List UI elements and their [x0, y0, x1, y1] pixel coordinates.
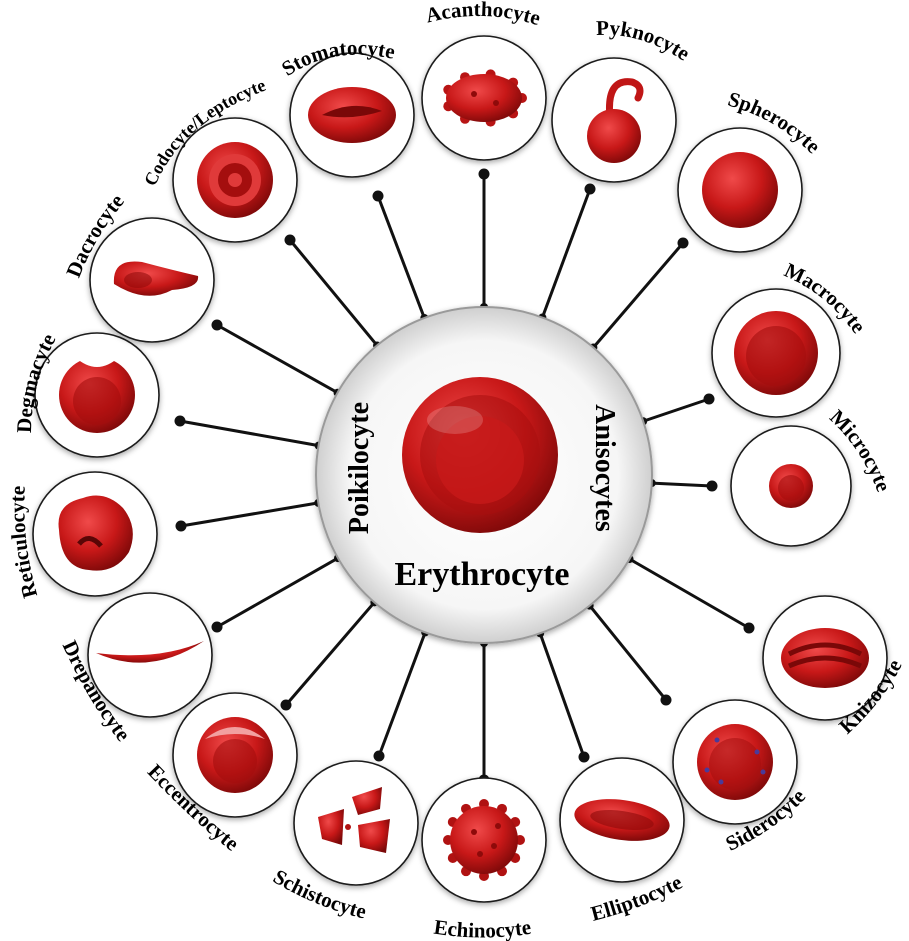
connector-dot-elliptocyte — [579, 752, 590, 763]
cell-node-dacrocyte — [90, 218, 214, 342]
cell-node-spherocyte — [678, 128, 802, 252]
connector-dot-microcyte — [707, 481, 718, 492]
connector-line-knizocyte — [629, 559, 749, 628]
cell-node-pyknocyte — [552, 58, 676, 182]
spherocyte-icon — [702, 152, 778, 228]
reticulocyte-icon — [59, 496, 133, 571]
connector-dot-degmacyte — [175, 416, 186, 427]
connector-dot-spherocyte — [678, 238, 689, 249]
stomatocyte-icon — [308, 87, 396, 143]
connector-line-pyknocyte — [542, 189, 590, 317]
connector-line-macrocyte — [643, 399, 709, 421]
cell-node-acanthocyte — [422, 36, 546, 160]
cell-node-echinocyte — [422, 778, 546, 902]
connector-dot-macrocyte — [704, 394, 715, 405]
connector-line-dacrocyte — [217, 325, 338, 393]
connector-dot-pyknocyte — [585, 184, 596, 195]
connector-line-reticulocyte — [181, 503, 318, 526]
microcyte-icon — [769, 464, 813, 508]
connector-line-degmacyte — [180, 421, 319, 446]
connector-dot-drepanocyte — [212, 622, 223, 633]
connector-dot-reticulocyte — [176, 521, 187, 532]
connector-dot-eccentrocyte — [281, 700, 292, 711]
cell-node-ring — [294, 761, 418, 885]
connector-dot-siderocyte — [661, 695, 672, 706]
codocyte-icon — [197, 142, 273, 218]
cell-node-stomatocyte — [290, 53, 414, 177]
cell-label-echinocyte: Echinocyte — [432, 915, 532, 941]
connector-line-eccentrocyte — [286, 602, 374, 705]
siderocyte-icon — [697, 724, 773, 800]
eccentrocyte-icon — [197, 717, 273, 793]
connector-dot-acanthocyte — [479, 169, 490, 180]
connector-line-codocyte — [290, 240, 377, 345]
connector-line-elliptocyte — [540, 633, 584, 757]
connector-line-schistocyte — [379, 632, 425, 756]
connector-line-microcyte — [652, 483, 712, 486]
cell-node-macrocyte — [712, 289, 840, 417]
cell-node-schistocyte — [294, 761, 418, 885]
poikilocyte-label: Poikilocyte — [344, 402, 375, 534]
anisocytes-label: Anisocytes — [589, 404, 620, 532]
connector-dot-knizocyte — [744, 623, 755, 634]
connector-dot-dacrocyte — [212, 320, 223, 331]
connector-dot-codocyte — [285, 235, 296, 246]
macrocyte-icon — [734, 311, 818, 395]
connector-line-stomatocyte — [378, 196, 424, 318]
cell-node-reticulocyte — [33, 472, 157, 596]
connector-dot-stomatocyte — [373, 191, 384, 202]
connector-line-spherocyte — [593, 243, 683, 347]
cell-label-acanthocyte: Acanthocyte — [423, 0, 543, 30]
center-erythrocyte-node: Erythrocyte Poikilocyte Anisocytes — [316, 307, 652, 643]
knizocyte-icon — [781, 628, 869, 688]
erythrocyte-icon — [402, 377, 558, 533]
cell-node-microcyte — [731, 426, 851, 546]
cell-node-elliptocyte — [560, 758, 684, 882]
degmacyte-icon — [59, 357, 135, 433]
connector-line-drepanocyte — [217, 558, 338, 627]
center-title: Erythrocyte — [395, 556, 570, 593]
connector-line-siderocyte — [590, 606, 666, 700]
connector-dot-schistocyte — [374, 751, 385, 762]
